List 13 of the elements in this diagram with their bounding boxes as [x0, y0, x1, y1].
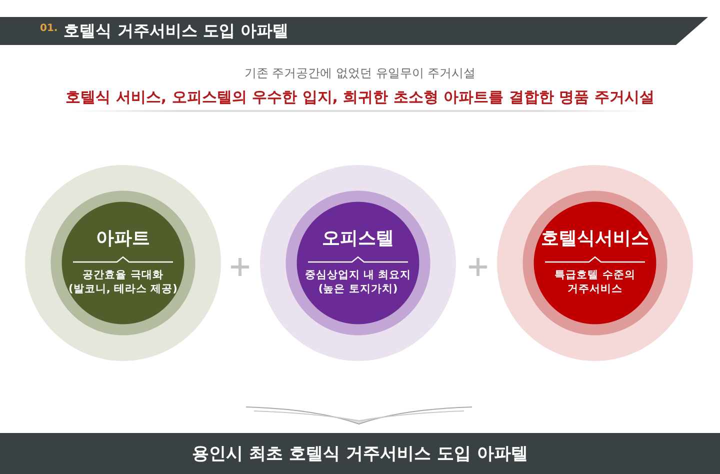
circle-description: 특급호텔 수준의 거주서비스	[554, 268, 636, 296]
circle-heading: 아파트	[96, 228, 150, 250]
footer-bar	[0, 433, 720, 474]
circle-heading: 호텔식서비스	[541, 228, 649, 250]
header-bar	[0, 17, 708, 45]
footer-text: 용인시 최초 호텔식 거주서비스 도입 아파텔	[192, 443, 528, 465]
subtitle-text: 기존 주거공간에 없었던 유일무이 주거시설	[244, 66, 476, 80]
circle-heading: 오피스텔	[322, 228, 394, 250]
circle-description: 공간효율 극대화 (발코니, 테라스 제공)	[68, 268, 178, 296]
section-number: 01.	[40, 23, 58, 34]
tagline-text: 호텔식 서비스, 오피스텔의 우수한 입지, 희귀한 초소형 아파트를 결합한 명품 주거시설	[66, 88, 654, 106]
section-title: 호텔식 거주서비스 도입 아파텔	[64, 20, 288, 42]
circle-description: 중심상업지 내 최요지 (높은 토지가치)	[304, 268, 412, 296]
